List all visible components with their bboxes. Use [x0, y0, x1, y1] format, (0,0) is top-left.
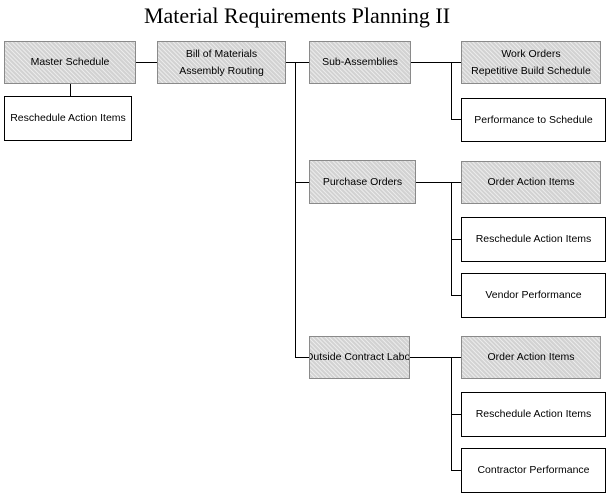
node-label: Master Schedule [30, 56, 110, 68]
node-label: Sub-Assemblies [322, 56, 398, 68]
node-label: Assembly Routing [179, 64, 264, 77]
node-label: Reschedule Action Items [10, 112, 126, 124]
node-purchase-orders: Purchase Orders [309, 160, 416, 204]
node-contractor-performance: Contractor Performance [461, 448, 606, 493]
node-label: Purchase Orders [322, 175, 403, 188]
diagram-title: Material Requirements Planning II [143, 3, 451, 28]
node-performance-to-schedule: Performance to Schedule [461, 98, 606, 142]
node-work-orders: Work Orders Repetitive Build Schedule [461, 41, 601, 84]
node-label: Repetitive Build Schedule [471, 64, 591, 77]
node-bill-of-materials: Bill of Materials Assembly Routing [157, 41, 286, 84]
node-label: Bill of Materials [185, 47, 258, 60]
node-label: Vendor Performance [485, 289, 582, 301]
node-label: Order Action Items [487, 176, 575, 188]
node-label: Reschedule Action Items [475, 408, 592, 420]
node-label: Outside Contract Labor [309, 351, 410, 363]
node-outside-contract-labor: Outside Contract Labor [309, 336, 410, 379]
node-label: Order Action Items [487, 351, 575, 363]
node-reschedule-action-items-master: Reschedule Action Items [4, 96, 132, 141]
node-reschedule-action-items-po: Reschedule Action Items [461, 217, 606, 262]
node-label: Performance to Schedule [474, 113, 593, 126]
node-sub-assemblies: Sub-Assemblies [309, 41, 411, 84]
node-label: Contractor Performance [477, 464, 590, 476]
node-label: Reschedule Action Items [475, 233, 592, 245]
node-vendor-performance: Vendor Performance [461, 273, 606, 318]
node-reschedule-action-items-oc: Reschedule Action Items [461, 392, 606, 437]
node-master-schedule: Master Schedule [4, 41, 136, 84]
node-order-action-items-oc: Order Action Items [461, 336, 601, 379]
node-label: Work Orders [501, 47, 561, 60]
node-order-action-items-po: Order Action Items [461, 161, 601, 204]
